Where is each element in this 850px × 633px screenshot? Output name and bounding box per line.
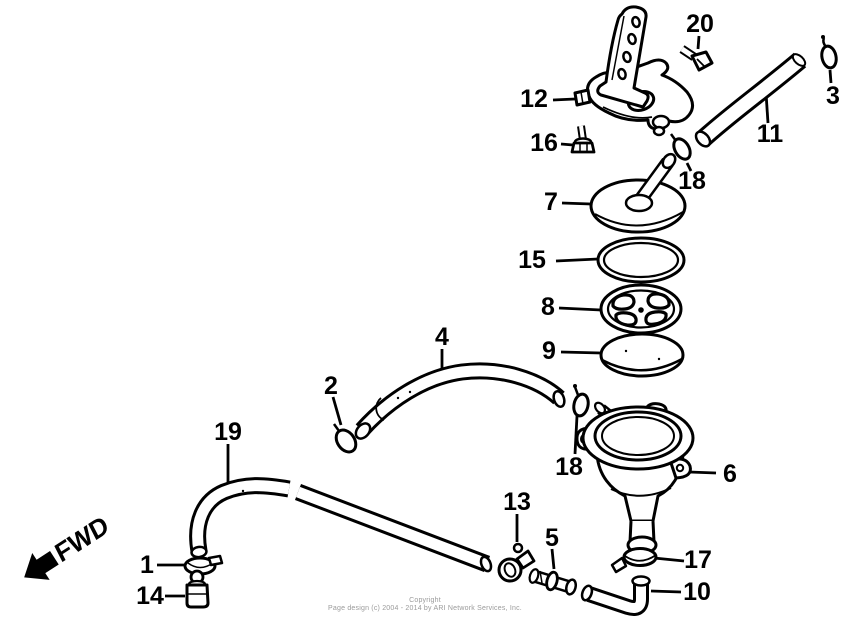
callout-19[interactable]: 19 xyxy=(214,418,242,446)
callout-1[interactable]: 1 xyxy=(140,551,154,579)
part-10-elbow-hose xyxy=(580,575,651,616)
part-17-band-clamp xyxy=(610,547,658,574)
part-6-strainer-cup xyxy=(575,401,695,555)
leader-17 xyxy=(653,556,685,563)
callout-13[interactable]: 13 xyxy=(503,488,531,516)
callout-9[interactable]: 9 xyxy=(542,337,556,365)
fwd-marker: FWD xyxy=(24,509,113,580)
part-4-fuel-hose-curved xyxy=(354,362,566,440)
copyright-line-1: Copyright xyxy=(409,597,441,604)
fwd-label: FWD xyxy=(50,509,113,568)
part-18b-wire-clip xyxy=(572,384,590,418)
callout-10[interactable]: 10 xyxy=(683,578,711,606)
leader-9 xyxy=(560,350,602,355)
part-20-bolt xyxy=(679,45,714,72)
leader-16 xyxy=(560,142,574,147)
part-8-strainer-plate xyxy=(599,283,683,335)
part-3-hose-clip xyxy=(820,35,838,70)
part-11-fuel-hose-upper xyxy=(694,52,807,148)
part-12-pump-cover-and-bracket xyxy=(573,5,694,137)
leader-8 xyxy=(558,306,602,312)
callout-2[interactable]: 2 xyxy=(324,372,338,400)
callout-4[interactable]: 4 xyxy=(435,323,449,351)
copyright-line-2: Page design (c) 2004 - 2014 by ARI Netwo… xyxy=(328,605,522,612)
part-18a-wire-clip xyxy=(669,133,692,161)
fwd-arrow-icon xyxy=(24,551,59,580)
callout-6[interactable]: 6 xyxy=(723,460,737,488)
leader-18a xyxy=(685,162,693,172)
callout-12[interactable]: 12 xyxy=(520,85,548,113)
leader-10 xyxy=(650,589,682,594)
part-1-hose-clamp xyxy=(183,554,224,576)
callout-17[interactable]: 17 xyxy=(684,546,712,574)
leader-20 xyxy=(696,35,701,50)
leader-lines xyxy=(157,35,833,598)
leader-6 xyxy=(688,470,717,475)
part-19-fuel-hose-long xyxy=(189,477,493,573)
callout-18b[interactable]: 18 xyxy=(555,453,583,481)
part-7-pump-dome xyxy=(589,152,687,234)
leader-7 xyxy=(561,201,592,206)
part-9-diaphragm-disc xyxy=(599,332,685,378)
callout-labels: 1 2 3 4 5 6 7 8 9 10 11 12 13 14 15 16 1… xyxy=(136,10,840,610)
callout-3[interactable]: 3 xyxy=(826,82,840,110)
callout-11[interactable]: 11 xyxy=(757,120,784,148)
callout-18a[interactable]: 18 xyxy=(678,167,706,195)
leader-3 xyxy=(828,69,833,84)
callout-15[interactable]: 15 xyxy=(518,246,546,274)
part-13-washer-ring xyxy=(497,542,536,583)
part-14-joint-fitting xyxy=(185,569,210,609)
part-5-hose-joint xyxy=(528,568,578,596)
part-2-hose-clip xyxy=(332,423,358,454)
callout-7[interactable]: 7 xyxy=(544,188,558,216)
callout-14[interactable]: 14 xyxy=(136,582,164,610)
callout-20[interactable]: 20 xyxy=(686,10,714,38)
leader-5 xyxy=(550,548,556,570)
callout-8[interactable]: 8 xyxy=(541,293,555,321)
callout-5[interactable]: 5 xyxy=(545,524,559,552)
part-16-bolt xyxy=(570,125,596,154)
part-15-o-ring xyxy=(596,236,686,284)
leader-2 xyxy=(331,396,343,426)
leader-15 xyxy=(555,257,599,263)
callout-16[interactable]: 16 xyxy=(530,129,558,157)
leader-12 xyxy=(552,97,576,102)
